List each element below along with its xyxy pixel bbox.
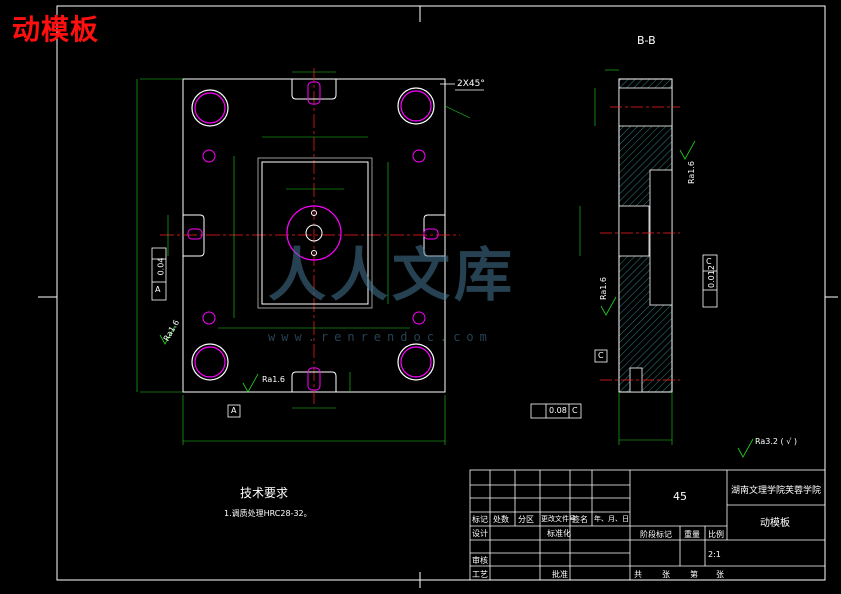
tb-zone: 分区 [518,515,534,524]
tb-review: 审核 [472,556,488,565]
tb-approve: 批准 [552,570,568,579]
sheet-unit2: 张 [716,570,724,579]
datum-a: A [231,406,237,415]
tb-design: 设计 [472,529,488,538]
tb-standard: 标准化 [547,529,571,538]
tb-count: 处数 [493,515,509,524]
tol-perp-datum: C [572,406,578,415]
screw-holes [202,149,426,325]
plan-view [136,68,484,445]
tol-perp: 0.08 [549,406,567,415]
scale-label: 比例 [708,530,724,539]
stage-label: 阶段标记 [640,530,672,539]
tb-change-doc: 更改文件号 [541,515,576,523]
tol-flatness-datum: A [155,285,161,294]
tb-mark: 标记 [472,515,488,524]
sheet-unit: 张 [662,570,670,579]
corner-title: 动模板 [12,13,100,46]
guide-holes [191,87,435,381]
weight-label: 重量 [684,530,700,539]
dimension-lines [136,71,471,445]
tech-requirement-1: 1.调质处理HRC28-32。 [224,509,312,518]
roughness-right-top: Ra1.6 [687,160,697,185]
material: 45 [673,490,687,503]
tol-parallel: 0.012 [706,265,716,288]
sheet-no: 第 [690,570,698,579]
scale-value: 2:1 [708,550,721,559]
tol-flatness: 0.04 [156,257,166,276]
tb-sign: 签名 [572,515,588,524]
center-boss [286,205,342,261]
title-block-lines [469,469,826,581]
drawing-frame [56,5,826,581]
watermark-url: www.renrendoc.com [268,330,493,344]
school-name: 湖南文理学院芙蓉学院 [731,486,822,496]
chamfer-note: 2X45° [457,79,485,89]
tb-process: 工艺 [472,570,488,579]
roughness-right-mid: Ra1.6 [599,276,609,301]
tb-date: 年、月、日 [594,515,629,523]
sheet-total: 共 [634,570,642,579]
pocket [261,161,369,305]
tech-requirements-title: 技术要求 [240,486,289,500]
surface-roughness-note: Ra3.2 ( √ ) [755,437,797,446]
part-name: 动模板 [760,518,790,529]
roughness-bottom: Ra1.6 [262,375,286,384]
section-view [530,69,754,458]
datum-c: C [598,351,604,360]
frame-ticks [38,6,838,588]
tol-parallel-datum: C [706,257,712,266]
section-label: B-B [637,34,656,47]
